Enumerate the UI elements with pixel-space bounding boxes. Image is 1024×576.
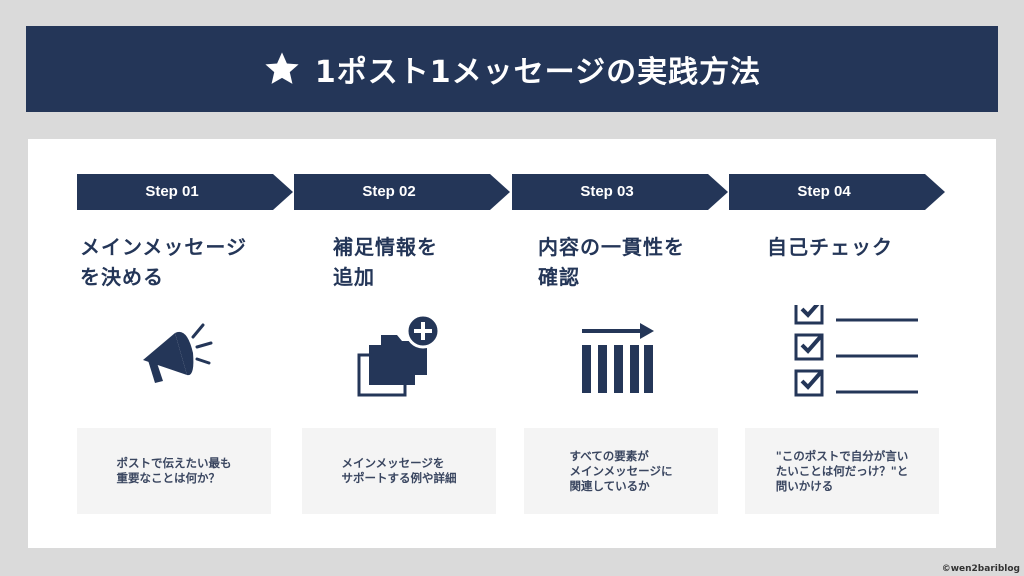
step-title: 補足情報を 追加	[333, 235, 438, 289]
step-description-box: メインメッセージを サポートする例や詳細	[302, 428, 496, 514]
step-description-box: "このポストで自分が言い たいことは何だっけ？"と 問いかける	[745, 428, 939, 514]
step-description: メインメッセージを サポートする例や詳細	[341, 456, 457, 485]
megaphone-icon	[143, 323, 213, 383]
page-title: 1ポスト1メッセージの実践方法	[314, 55, 762, 90]
step-title: 自己チェック	[767, 235, 893, 259]
step-banner-4: Step 04	[729, 174, 945, 210]
page-header: 1ポスト1メッセージの実践方法	[26, 26, 998, 112]
step-label: Step 03	[580, 183, 634, 200]
step-description-box: すべての要素が メインメッセージに 関連しているか	[524, 428, 718, 514]
step-description: すべての要素が メインメッセージに 関連しているか	[569, 448, 673, 493]
step-banner-2: Step 02	[294, 174, 510, 210]
step-title: 内容の一貫性を 確認	[538, 235, 685, 289]
step-description: "このポストで自分が言い たいことは何だっけ？"と 問いかける	[775, 448, 909, 493]
step-title: メインメッセージ を決める	[80, 235, 247, 289]
step-banner-1: Step 01	[77, 174, 293, 210]
bars-arrow-icon	[582, 323, 654, 393]
checklist-icon	[794, 305, 918, 397]
folders-add-icon	[357, 313, 441, 397]
step-label: Step 02	[362, 183, 416, 200]
step-description: ポストで伝えたい最も 重要なことは何か？	[116, 456, 232, 485]
step-description-box: ポストで伝えたい最も 重要なことは何か？	[77, 428, 271, 514]
step-banner-3: Step 03	[512, 174, 728, 210]
step-label: Step 04	[797, 183, 851, 200]
star-icon	[265, 52, 299, 84]
credit-text: ©wen2bariblog	[941, 564, 1020, 574]
step-label: Step 01	[145, 183, 199, 200]
